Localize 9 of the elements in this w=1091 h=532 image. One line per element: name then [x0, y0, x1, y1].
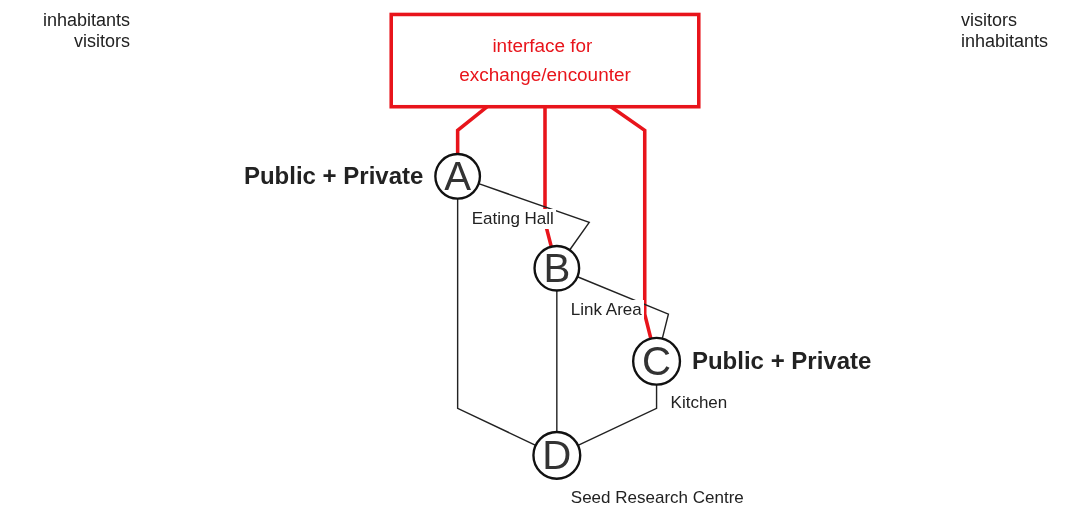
annotation-text: visitors inhabitants: [961, 10, 1050, 52]
node-box: interface for exchange/encounter: [389, 12, 701, 109]
connector: [478, 183, 591, 251]
node-circle: A: [434, 152, 482, 200]
annotation-text: inhabitants visitors: [41, 10, 130, 52]
node-circle: B: [533, 244, 581, 292]
connector: [543, 106, 553, 248]
node-circle: D: [532, 430, 582, 480]
node-circle: C: [632, 336, 682, 386]
